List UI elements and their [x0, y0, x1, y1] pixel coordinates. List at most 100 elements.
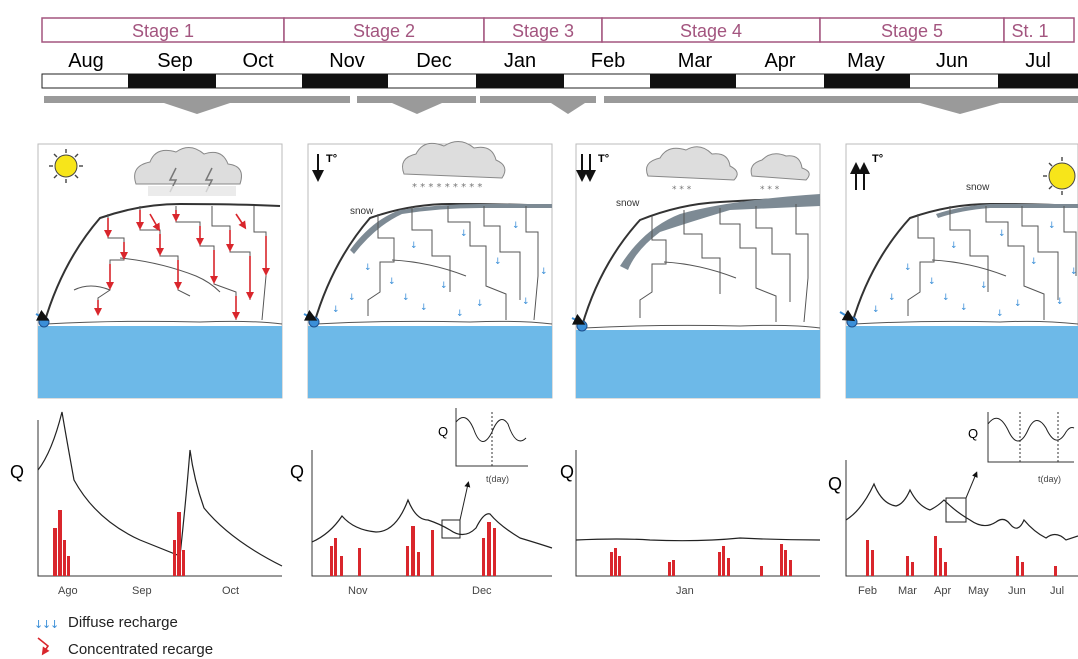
svg-text:* * *: * * * [672, 185, 692, 195]
sun-icon [49, 149, 83, 183]
month-label: Sep [157, 50, 193, 72]
temperature-label: T° [598, 153, 609, 165]
svg-text:↓: ↓ [512, 221, 520, 231]
svg-text:↓: ↓ [540, 267, 548, 277]
stage-brace [44, 96, 350, 114]
svg-text:↓: ↓ [440, 281, 448, 291]
svg-text:↓: ↓ [942, 293, 950, 303]
groundwater [576, 330, 820, 398]
groundwater [308, 326, 552, 398]
cloud-icon: * * * * * * [646, 146, 810, 195]
groundwater [38, 326, 282, 398]
svg-text:↓: ↓ [1048, 221, 1056, 231]
svg-text:↓: ↓ [332, 305, 340, 315]
svg-text:↓: ↓ [42, 618, 51, 631]
snow-layer [936, 204, 1078, 218]
month-tick: Nov [348, 585, 368, 597]
month-label: Nov [329, 50, 365, 72]
month-tick: Jun [1008, 585, 1026, 597]
hydrograph-4: Q Feb Mar Apr May Jun Jul Q t(day) [828, 412, 1078, 597]
svg-text:↓: ↓ [494, 257, 502, 267]
svg-text:↓: ↓ [410, 241, 418, 251]
month-tick: Apr [934, 585, 951, 597]
month-tick: Mar [898, 585, 917, 597]
svg-text:↓: ↓ [872, 305, 880, 315]
stage-box-3 [483, 17, 603, 43]
stage-label-6: St. 1 [1011, 21, 1048, 41]
svg-text:* * * * * * * * *: * * * * * * * * * [412, 182, 482, 193]
month-tick: Feb [858, 585, 877, 597]
snow-label: snow [966, 182, 990, 193]
stage-box-5 [819, 17, 1005, 43]
month-block-dark [998, 74, 1078, 88]
svg-text:↓: ↓ [50, 618, 59, 631]
diffuse-recharge-icon: ↓↓↓ [34, 618, 59, 631]
temperature-label: T° [872, 153, 883, 165]
snow-cloud-icon: * * * * * * * * * [402, 141, 506, 193]
month-label: Jun [936, 50, 968, 72]
svg-text:↓: ↓ [950, 241, 958, 251]
svg-text:↓: ↓ [388, 277, 396, 287]
karst-panel-2: T° * * * * * * * * * snow ↓ ↓ ↓ ↓ ↓ ↓ ↓ ↓ ↓ ↓ ↓… [303, 141, 553, 399]
month-block-dark [476, 74, 564, 88]
temperature-double-up-icon [850, 162, 870, 190]
svg-text:↓: ↓ [364, 263, 372, 273]
zoom-box [441, 519, 461, 539]
month-label: Dec [416, 50, 452, 72]
month-label: Aug [68, 50, 104, 72]
sun-icon [1043, 157, 1076, 195]
stage-box-1 [41, 17, 285, 43]
svg-text:↓: ↓ [402, 293, 410, 303]
month-block-dark [650, 74, 736, 88]
svg-text:↓: ↓ [998, 229, 1006, 239]
legend: ↓↓↓ Diffuse recharge Concentrated recarg… [34, 614, 213, 658]
svg-text:↓: ↓ [928, 277, 936, 287]
temperature-label: T° [326, 153, 337, 165]
snow-label: snow [616, 198, 640, 209]
month-tick: Ago [58, 585, 78, 597]
discharge-curve [575, 537, 821, 542]
spring-icon [38, 316, 50, 328]
month-tick: Dec [472, 585, 492, 597]
month-label: May [847, 50, 885, 72]
axis-label-q: Q [10, 462, 24, 482]
snow-label: snow [350, 206, 374, 217]
stage-label-1: Stage 1 [132, 21, 194, 41]
axis-label-q: Q [828, 474, 842, 494]
svg-text:↓: ↓ [348, 293, 356, 303]
groundwater [846, 326, 1078, 398]
month-block-dark [302, 74, 388, 88]
svg-text:↓: ↓ [456, 309, 464, 319]
stage-box-2 [283, 17, 485, 43]
month-tick: Sep [132, 585, 152, 597]
svg-text:↓: ↓ [1014, 299, 1022, 309]
svg-text:* * *: * * * [760, 185, 780, 195]
karst-panel-4: T° snow ↓↓↓ ↓↓↓ ↓↓↓ ↓↓↓ ↓↓↓ [839, 143, 1078, 399]
svg-text:↓: ↓ [1056, 297, 1064, 307]
month-label: Feb [591, 50, 625, 72]
stage-label-4: Stage 4 [680, 21, 742, 41]
month-label: Jul [1025, 50, 1051, 72]
svg-text:↓: ↓ [904, 263, 912, 273]
inset-xlabel: t(day) [486, 474, 509, 484]
hydrograph-1: Q Ago Sep Oct [10, 411, 283, 597]
month-tick: Oct [222, 585, 239, 597]
inset-ylabel: Q [438, 424, 448, 439]
svg-text:↓: ↓ [34, 618, 43, 631]
month-tick: May [968, 585, 989, 597]
axis-label-q: Q [290, 462, 304, 482]
inset-xlabel: t(day) [1038, 474, 1061, 484]
inset-plot: Q t(day) [968, 412, 1075, 484]
spring-icon [576, 320, 588, 332]
svg-text:↓: ↓ [996, 309, 1004, 319]
month-label: Mar [678, 50, 713, 72]
stage-brace [480, 96, 596, 114]
svg-text:↓: ↓ [1030, 257, 1038, 267]
discharge-curve [37, 411, 283, 567]
month-bar: Aug Sep Oct Nov Dec Jan Feb Mar Apr May … [41, 50, 1078, 114]
stage-brace [604, 96, 1078, 114]
month-label: Apr [764, 50, 795, 72]
svg-text:↓: ↓ [980, 281, 988, 291]
stage-box-6 [1003, 17, 1075, 43]
stage-bar: Stage 1 Stage 2 Stage 3 Stage 4 Stage 5 … [41, 17, 1075, 43]
